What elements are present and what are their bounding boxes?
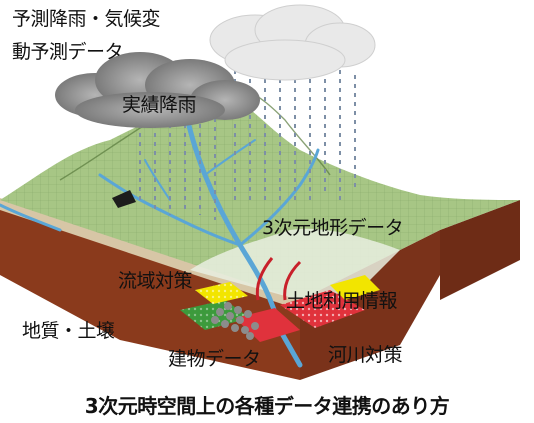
forecast-cloud — [209, 4, 376, 81]
dam-icon — [112, 190, 136, 208]
forecast-rain-label-line1: 予測降雨・気候変 — [12, 8, 161, 30]
figure-caption: 3次元時空間上の各種データ連携のあり方 — [84, 394, 450, 418]
land-use-boundaries — [255, 257, 302, 301]
terrain-3d-label: 3次元地形データ — [262, 217, 404, 239]
river-measures-label: 河川対策 — [328, 344, 403, 366]
geology-soil-label: 地質・土壌 — [22, 320, 115, 342]
forecast-rain-label-line2: 動予測データ — [12, 41, 124, 63]
basin-measures-label: 流域対策 — [118, 270, 193, 292]
land-patches — [180, 275, 380, 342]
land-use-label: 土地利用情報 — [286, 290, 398, 312]
observed-rain-label: 実績降雨 — [122, 94, 197, 116]
observed-cloud — [55, 52, 260, 128]
terrain-block-sides — [0, 198, 520, 380]
building-data-label: 建物データ — [168, 348, 261, 370]
building-blocks — [211, 302, 259, 340]
